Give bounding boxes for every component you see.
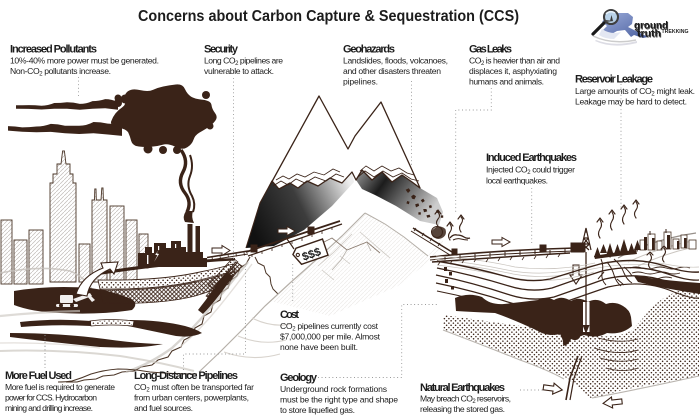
svg-text:May breach CO2 reservoirs,: May breach CO2 reservoirs, bbox=[420, 394, 511, 406]
svg-text:Long CO2 pipelines are: Long CO2 pipelines are bbox=[204, 56, 283, 68]
svg-text:mining and drilling increase.: mining and drilling increase. bbox=[5, 403, 93, 413]
svg-text:TREKKING: TREKKING bbox=[662, 29, 689, 35]
svg-text:power for CCS. Hydrocarbon: power for CCS. Hydrocarbon bbox=[5, 393, 97, 403]
svg-text:to store liquefied gas.: to store liquefied gas. bbox=[280, 405, 355, 415]
svg-text:More Fuel Used: More Fuel Used bbox=[5, 370, 72, 382]
svg-text:none have been built.: none have been built. bbox=[280, 342, 358, 352]
svg-text:truth: truth bbox=[638, 28, 662, 40]
svg-text:and fuel sources.: and fuel sources. bbox=[134, 403, 193, 413]
svg-text:Induced Earthquakes: Induced Earthquakes bbox=[486, 152, 577, 164]
svg-text:Cost: Cost bbox=[280, 309, 299, 321]
svg-text:Concerns about Carbon Capture: Concerns about Carbon Capture & Sequestr… bbox=[138, 8, 519, 25]
svg-text:More fuel is required to gener: More fuel is required to generate bbox=[5, 382, 115, 392]
svg-text:Increased Pollutants: Increased Pollutants bbox=[10, 44, 97, 56]
svg-text:Natural Earthquakes: Natural Earthquakes bbox=[420, 382, 505, 394]
svg-text:from urban centers, powerplant: from urban centers, powerplants, bbox=[134, 393, 249, 403]
svg-text:local earthquakes.: local earthquakes. bbox=[486, 176, 548, 186]
svg-text:displaces it, asphyxiating: displaces it, asphyxiating bbox=[469, 66, 557, 76]
svg-text:Geology: Geology bbox=[280, 372, 318, 384]
svg-text:truth: truth bbox=[637, 28, 661, 40]
svg-text:vulnerable to attack.: vulnerable to attack. bbox=[204, 66, 274, 76]
svg-text:10%-40% more power must be gen: 10%-40% more power must be generated. bbox=[10, 56, 159, 66]
svg-text:Leakage may be hard to detect.: Leakage may be hard to detect. bbox=[575, 97, 687, 107]
svg-text:humans and animals.: humans and animals. bbox=[469, 77, 544, 87]
svg-text:must be the right type and sha: must be the right type and shape bbox=[280, 395, 398, 405]
svg-text:ground: ground bbox=[634, 20, 668, 32]
svg-text:CO2 must often be transported: CO2 must often be transported far bbox=[134, 382, 254, 394]
svg-text:$7,000,000 per mile. Almost: $7,000,000 per mile. Almost bbox=[280, 332, 381, 342]
svg-text:Injected CO2 could trigger: Injected CO2 could trigger bbox=[486, 165, 575, 177]
svg-text:Long-Distance Pipelines: Long-Distance Pipelines bbox=[134, 370, 238, 382]
svg-text:CO2 is heavier than air and: CO2 is heavier than air and bbox=[469, 56, 560, 68]
svg-text:Geohazards: Geohazards bbox=[343, 44, 395, 56]
svg-text:Large amounts of CO2 might lea: Large amounts of CO2 might leak. bbox=[575, 86, 695, 98]
svg-text:pipelines.: pipelines. bbox=[343, 77, 378, 87]
svg-text:Security: Security bbox=[204, 44, 239, 56]
svg-text:CO2 pipelines currently cost: CO2 pipelines currently cost bbox=[280, 321, 379, 333]
svg-text:and other disasters threaten: and other disasters threaten bbox=[343, 66, 441, 76]
svg-text:Underground rock formations: Underground rock formations bbox=[280, 384, 387, 394]
svg-text:Non-CO2 pollutants increase.: Non-CO2 pollutants increase. bbox=[10, 66, 111, 78]
svg-text:Reservoir Leakage: Reservoir Leakage bbox=[575, 74, 653, 86]
svg-text:releasing the stored gas.: releasing the stored gas. bbox=[420, 404, 505, 414]
svg-text:Landslides, floods, volcanoes,: Landslides, floods, volcanoes, bbox=[343, 56, 448, 66]
svg-text:ground: ground bbox=[635, 20, 669, 32]
svg-text:Gas Leaks: Gas Leaks bbox=[469, 44, 512, 56]
